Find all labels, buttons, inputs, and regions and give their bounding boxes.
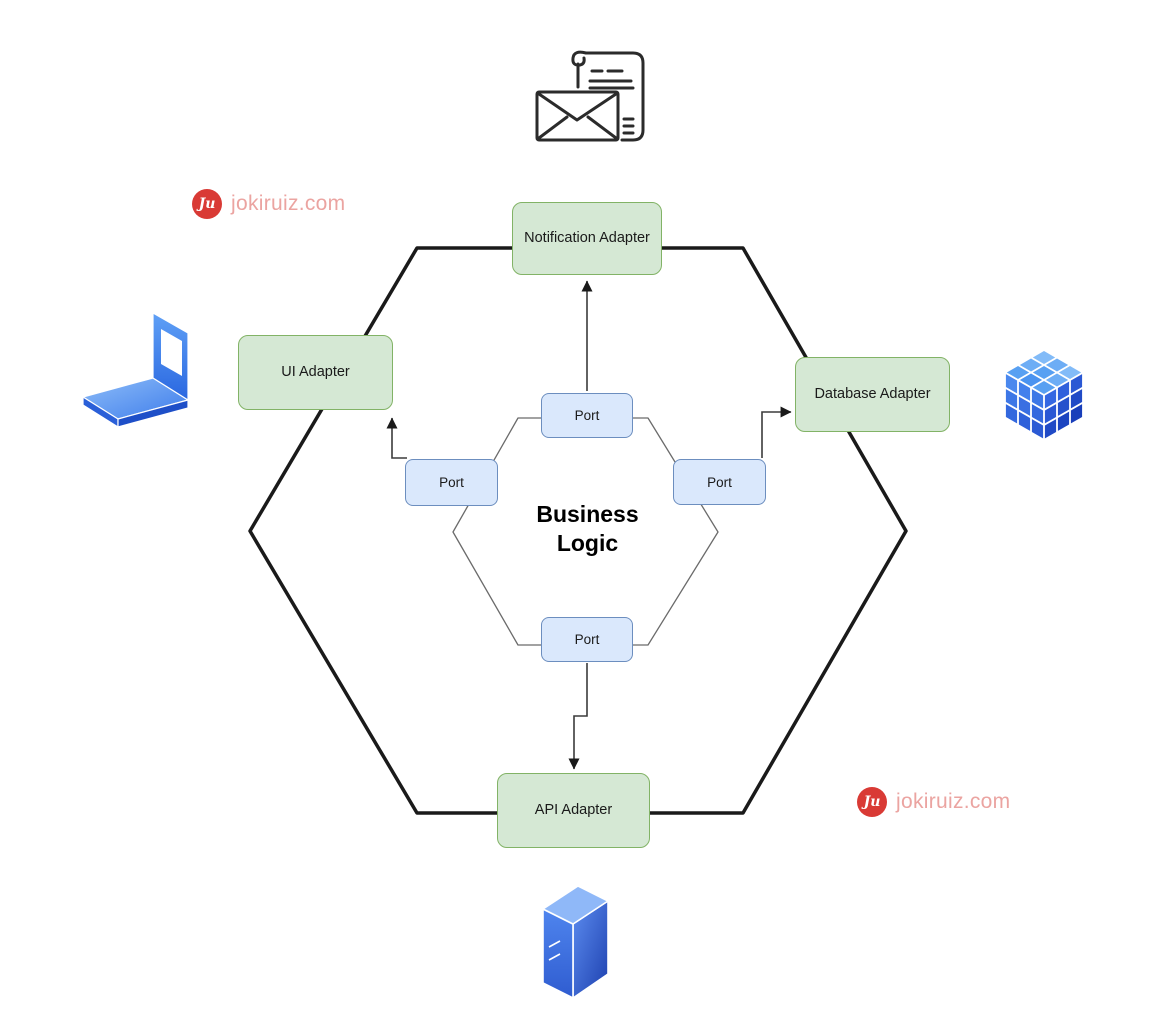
laptop-icon — [82, 312, 189, 428]
arrow-port-to-ui — [386, 417, 407, 459]
adapter-database: Database Adapter — [795, 357, 950, 432]
adapter-database-label: Database Adapter — [814, 386, 931, 402]
adapter-notification: Notification Adapter — [512, 202, 662, 275]
port-top: Port — [541, 393, 633, 438]
data-cube-icon — [1005, 351, 1083, 439]
server-icon — [542, 885, 609, 999]
adapter-ui-label: UI Adapter — [281, 364, 350, 380]
business-logic-label: Business Logic — [505, 500, 670, 558]
arrow-port-to-api — [568, 663, 588, 770]
inner-hexagon — [452, 417, 719, 646]
watermark-top-left: Ju jokiruiz.com — [192, 189, 345, 219]
email-letter-icon — [535, 50, 645, 142]
port-right-label: Port — [707, 474, 732, 490]
brand-text: jokiruiz.com — [896, 790, 1011, 813]
port-bottom-label: Port — [574, 632, 600, 647]
adapter-ui: UI Adapter — [238, 335, 393, 410]
port-bottom: Port — [541, 617, 633, 662]
brand-text: jokiruiz.com — [231, 192, 346, 215]
port-left-label: Port — [439, 475, 464, 490]
brand-logo-icon: Ju — [192, 189, 222, 219]
brand-logo-icon: Ju — [857, 787, 887, 817]
watermark-bottom-right: Ju jokiruiz.com — [857, 787, 1010, 817]
arrow-port-to-database — [761, 406, 792, 458]
port-top-label: Port — [574, 408, 600, 423]
business-logic-line2: Logic — [556, 530, 619, 556]
outer-hexagon — [248, 246, 908, 815]
adapter-api: API Adapter — [497, 773, 650, 848]
adapter-api-label: API Adapter — [534, 802, 613, 818]
adapter-notification-label: Notification Adapter — [524, 230, 650, 246]
port-right: Port — [673, 459, 766, 505]
port-left: Port — [405, 459, 498, 506]
business-logic-line1: Business — [536, 501, 639, 527]
